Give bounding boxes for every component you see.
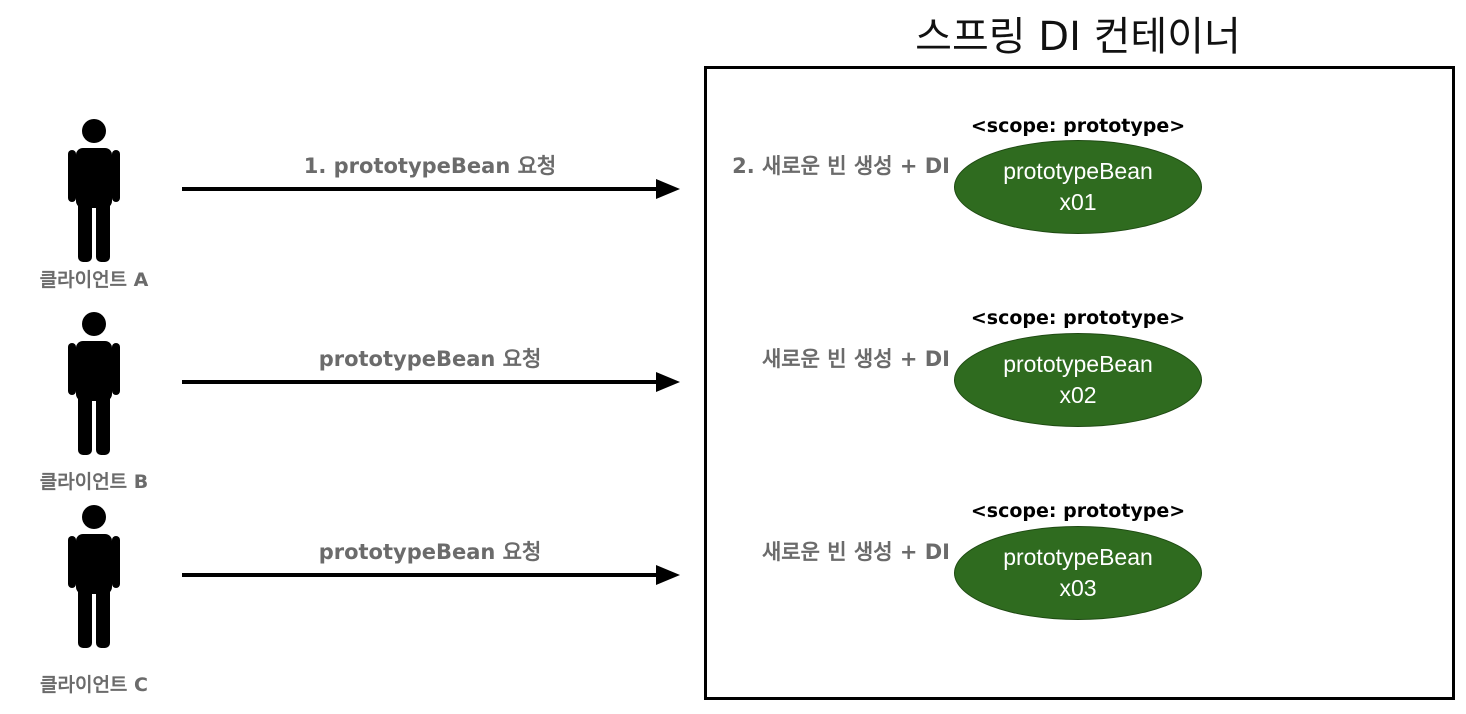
request-arrow-a [182,179,680,199]
scope-label-1: <scope: prototype> [970,115,1186,137]
container-title: 스프링 DI 컨테이너 [915,14,1241,60]
person-icon [68,312,120,455]
request-label-b: prototypeBean 요청 [318,347,542,371]
bean-name: prototypeBean [1003,544,1153,570]
request-label-a: 1. prototypeBean 요청 [303,154,557,178]
spring-di-container [704,66,1455,700]
bean-node-x03: prototypeBean x03 [955,527,1201,619]
scope-label-3: <scope: prototype> [970,500,1186,522]
client-label-c: 클라이언트 C [40,674,148,696]
client-label-b: 클라이언트 B [39,471,149,493]
create-label-2: 새로운 빈 생성 + DI [761,347,950,371]
bean-name: prototypeBean [1003,158,1153,184]
scope-label-2: <scope: prototype> [970,307,1186,329]
bean-node-x02: prototypeBean x02 [955,334,1201,426]
bean-node-x01: prototypeBean x01 [955,141,1201,233]
person-icon [68,119,120,262]
client-label-a: 클라이언트 A [39,269,149,291]
bean-id: x02 [1059,382,1097,408]
request-arrow-b [182,372,680,392]
request-arrow-c [182,565,680,585]
bean-id: x03 [1059,575,1097,601]
bean-name: prototypeBean [1003,351,1153,377]
create-label-1: 2. 새로운 빈 생성 + DI [732,154,950,178]
person-icon [68,505,120,648]
create-label-3: 새로운 빈 생성 + DI [761,540,950,564]
request-label-c: prototypeBean 요청 [318,540,542,564]
bean-id: x01 [1059,189,1097,215]
